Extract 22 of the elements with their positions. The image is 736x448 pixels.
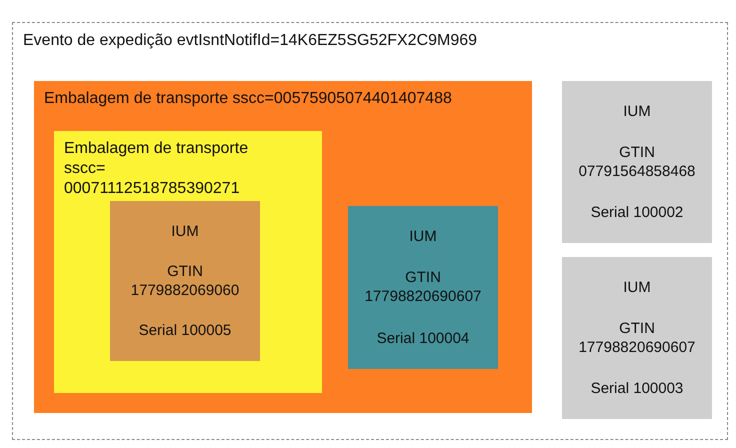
item-box: [562, 81, 712, 243]
item-title: IUM: [623, 102, 651, 121]
item-box: [348, 206, 498, 369]
item-field: GTIN 07791564858468: [566, 143, 708, 181]
item-field: Serial 100003: [590, 379, 684, 398]
item-title: IUM: [171, 222, 199, 241]
container-box: [34, 81, 532, 413]
item-field: GTIN 17798820690607: [566, 319, 708, 357]
item-box: [562, 257, 712, 419]
item-field: Serial 100002: [590, 203, 684, 222]
item-box: [110, 201, 260, 361]
item-field: Serial 100004: [376, 328, 470, 348]
item-field: GTIN 1779882069060: [114, 262, 256, 300]
item-field: Serial 100005: [138, 321, 232, 340]
container-title: Evento de expedição evtIsntNotifId=14K6EZ5SG52FX2C9M969: [23, 31, 478, 51]
item-field: GTIN 17798820690607: [352, 268, 494, 306]
container-title: Embalagem de transporte sscc=00575905074401407488: [44, 89, 452, 109]
container-box: [12, 22, 728, 440]
container-title: Embalagem de transporte sscc= 00071112518785390271: [64, 139, 250, 199]
item-title: IUM: [623, 278, 651, 297]
container-box: [54, 131, 322, 393]
item-title: IUM: [409, 227, 437, 246]
